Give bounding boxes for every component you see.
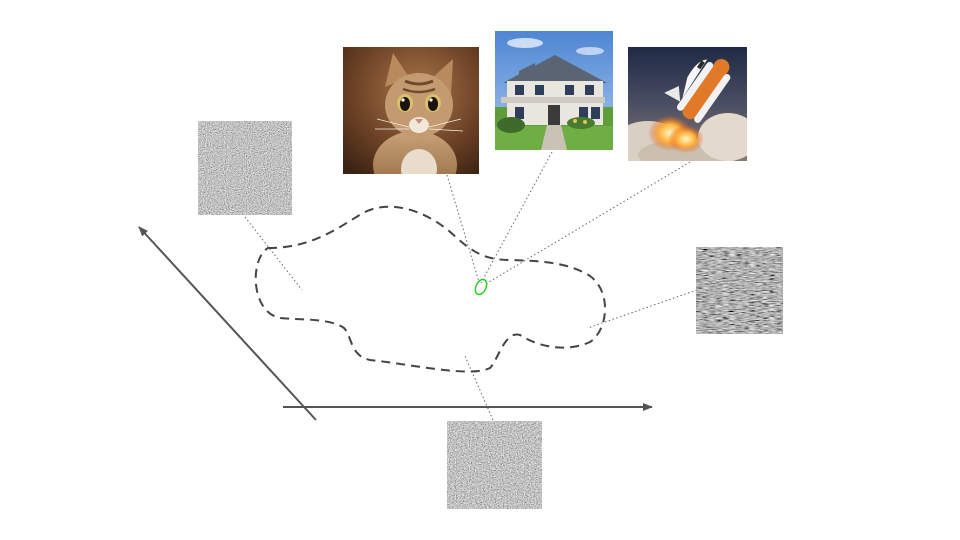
leader-line-cat [446, 174, 480, 283]
axis-diagonal-arrow [138, 226, 317, 421]
natural-image-region [474, 278, 488, 296]
rocket-photo [628, 47, 747, 161]
leader-line-noise-top-left [244, 216, 303, 291]
leader-line-noise-bottom [464, 355, 494, 421]
leader-line-rocket [483, 161, 691, 286]
house-photo [495, 31, 613, 150]
noise-image [447, 421, 542, 509]
leader-lines [244, 151, 698, 421]
cat-photo [343, 47, 479, 174]
noise-image [696, 247, 783, 334]
leader-line-house [480, 151, 553, 284]
manifold-outline [254, 205, 606, 373]
noise-image [198, 121, 292, 215]
leader-line-noise-right [587, 289, 698, 329]
